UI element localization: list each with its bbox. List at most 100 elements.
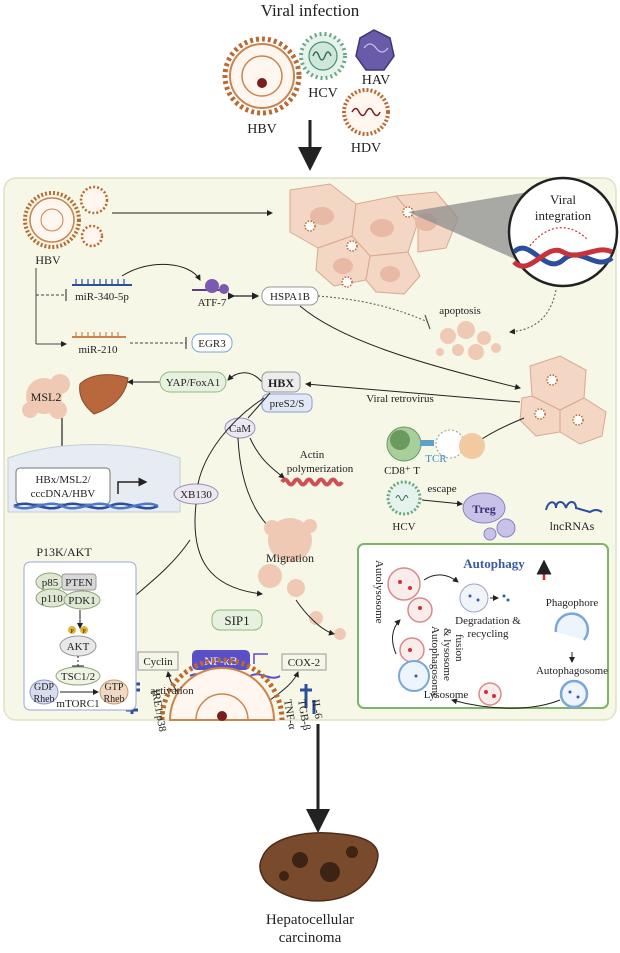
nfkb-box bbox=[192, 650, 250, 670]
escape-label: escape bbox=[427, 483, 456, 495]
arrow-to-cox2 bbox=[269, 671, 299, 701]
hbx-dna-box bbox=[7, 444, 181, 513]
atf7-label: ATF-7 bbox=[198, 297, 227, 309]
fusion-to-autolysosome bbox=[392, 619, 401, 655]
egr3-box bbox=[191, 333, 233, 353]
nfkb-promoter-arrow bbox=[253, 653, 268, 664]
apoptotic-bodies-icon bbox=[436, 321, 501, 360]
hspa1b-inhibit-apoptosis bbox=[317, 295, 429, 323]
migration-path-arrow bbox=[295, 599, 335, 636]
mir340-rna-icon bbox=[72, 279, 132, 286]
degradation-icon bbox=[459, 583, 510, 613]
page-title: Viral infection bbox=[261, 1, 360, 20]
hcc-liver-icon bbox=[259, 832, 379, 902]
hbv-label: HBV bbox=[247, 122, 277, 137]
pi3k-title: P13K/AKT bbox=[36, 545, 92, 559]
treg-cell-icon bbox=[462, 492, 516, 541]
sip1-label: SIP1 bbox=[224, 613, 249, 628]
phospho-1 bbox=[68, 626, 76, 634]
hbx-box-line2: cccDNA/HBV bbox=[31, 488, 96, 500]
tsc-label: TSC1/2 bbox=[61, 671, 95, 683]
atf7-protein-icon bbox=[192, 279, 229, 294]
lysosome-label: Lysosome bbox=[424, 689, 469, 701]
cytokine-il6-label: IL-6 bbox=[309, 698, 324, 720]
mtorc1-label: mTORC1 bbox=[56, 698, 99, 710]
sip1-box bbox=[211, 609, 263, 631]
hcc-label-line2: carcinoma bbox=[279, 930, 342, 946]
phagophore-label: Phagophore bbox=[546, 597, 599, 609]
hbx-to-xb130 bbox=[197, 397, 265, 485]
phospho-2 bbox=[80, 626, 88, 634]
hepatocyte-cluster bbox=[289, 183, 459, 295]
panel-hbv-label: HBV bbox=[35, 253, 61, 267]
pres2-label: preS2/S bbox=[270, 398, 305, 410]
tcr-label: TCR bbox=[425, 453, 447, 465]
hspa1b-label: HSPA1B bbox=[270, 291, 310, 303]
apoptosis-label: apoptosis bbox=[439, 305, 481, 317]
gtp-label: GTP bbox=[105, 682, 124, 693]
arrow-hcv-to-treg bbox=[421, 499, 463, 507]
degradation-line1: Degradation & bbox=[455, 615, 521, 627]
pres2-box bbox=[261, 393, 313, 413]
cyclin-label: Cyclin bbox=[143, 656, 173, 668]
arrow-cam-to-actin bbox=[249, 437, 285, 479]
fusion-line2: & lysosome bbox=[441, 628, 453, 681]
receptor-icon-right bbox=[300, 684, 316, 714]
integration-zoom-cone bbox=[408, 190, 540, 270]
phospho-1-label: P bbox=[70, 629, 74, 635]
msl2-complex-icon bbox=[22, 374, 70, 419]
bottom-hbv-icon bbox=[159, 657, 285, 721]
p110-label: p110 bbox=[41, 593, 63, 605]
mir210-label: miR-210 bbox=[78, 344, 118, 356]
gdp-rheb-node bbox=[29, 679, 59, 705]
rheb-left-label: Rheb bbox=[33, 694, 54, 705]
yap-label: YAP/FoxA1 bbox=[166, 377, 220, 389]
hspa1b-inhibit-bar bbox=[424, 314, 431, 330]
xb130-to-sip1 bbox=[194, 503, 263, 597]
msl2-label: MSL2 bbox=[31, 390, 62, 404]
gdp-label: GDP bbox=[34, 682, 54, 693]
hbv-virion-icon bbox=[222, 36, 302, 116]
fusion-line3: fusion bbox=[453, 634, 465, 662]
cox2-box bbox=[281, 653, 327, 671]
xb130-label: XB130 bbox=[180, 489, 212, 501]
autophagy-title: Autophagy bbox=[463, 556, 525, 571]
fusion-icon bbox=[398, 637, 430, 692]
viral-integration-line1: Viral bbox=[550, 192, 576, 207]
hav-label: HAV bbox=[362, 73, 391, 88]
hcv-small-label: HCV bbox=[392, 521, 415, 533]
migration-label: Migration bbox=[266, 551, 314, 565]
actin-label-line2: polymerization bbox=[287, 463, 354, 475]
cyclin-box bbox=[137, 651, 179, 671]
hdv-label: HDV bbox=[351, 141, 381, 156]
hcv-virion-icon bbox=[299, 32, 347, 80]
hcv-label: HCV bbox=[308, 86, 338, 101]
p85-label: p85 bbox=[42, 577, 59, 589]
hbx-box bbox=[261, 371, 301, 393]
arrow-hbx-to-yap bbox=[227, 372, 263, 383]
treg-label: Treg bbox=[472, 502, 496, 516]
hav-virion-icon bbox=[355, 29, 395, 71]
cytokine-tgb-label: TGB-β bbox=[295, 698, 312, 731]
egr3-label: EGR3 bbox=[198, 338, 226, 350]
degradation-line2: recycling bbox=[468, 628, 509, 640]
phagophore-icon bbox=[554, 612, 590, 641]
viral-integration-line2: integration bbox=[535, 208, 592, 223]
hbx-box-line1: HBx/MSL2/ bbox=[35, 474, 91, 486]
liver-small-icon bbox=[79, 374, 129, 415]
cd8-t-cell-icon bbox=[386, 426, 485, 462]
pdk1-node bbox=[63, 590, 101, 610]
integration-to-apoptosis-arrow bbox=[509, 289, 557, 335]
cam-to-migration bbox=[237, 437, 271, 529]
phospho-2-label: P bbox=[82, 629, 86, 635]
panel-hbv-icon bbox=[23, 185, 109, 249]
hepatocyte-cluster-2 bbox=[519, 355, 607, 445]
mir340-label: miR-340-5p bbox=[75, 291, 129, 303]
lncrna-icon bbox=[545, 501, 603, 514]
lncrna-label: lncRNAs bbox=[550, 519, 595, 533]
autolysosome-to-degradation bbox=[423, 574, 459, 583]
cytokine-tnf-label: TNF-α bbox=[281, 698, 298, 730]
hdv-virion-icon bbox=[342, 88, 390, 136]
autolysosome-icon bbox=[387, 567, 433, 623]
